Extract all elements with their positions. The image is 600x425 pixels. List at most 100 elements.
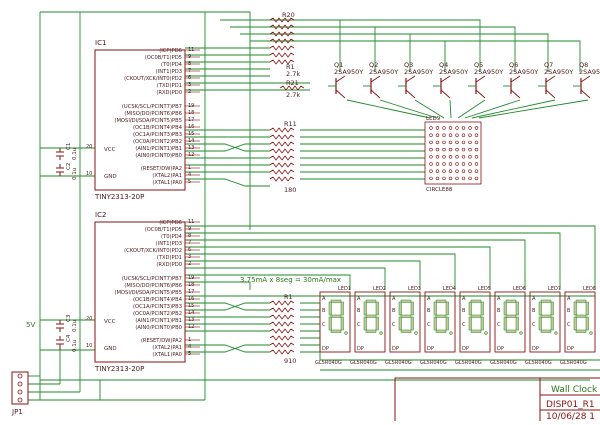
ic1-pin-label: (XTAL2)PA1 <box>152 173 182 179</box>
led-matrix-dot <box>455 176 459 181</box>
capacitor-name: C3 <box>66 314 72 322</box>
led-matrix-dot <box>455 140 459 145</box>
led-matrix-dot <box>448 147 453 152</box>
resistor-array-r1b <box>269 300 295 355</box>
display-segment <box>340 316 344 331</box>
display-pin-dp: DP <box>357 346 364 352</box>
capacitor-value: 0.1u <box>72 340 78 352</box>
r1b-label: R1 <box>284 293 293 301</box>
ic2-pin-label: (OC1B/PCINT4)PB4 <box>133 297 183 303</box>
led-matrix-dot <box>468 126 472 130</box>
display-decimal-point <box>519 331 523 335</box>
display-segment <box>575 299 587 303</box>
display-pin-b: B <box>497 308 501 314</box>
ic2-pin-label: (AIN0/PCINT0)PB0 <box>135 325 182 331</box>
ic2-vcc-label: VCC <box>104 319 116 325</box>
led-matrix-dot <box>435 169 440 173</box>
led-matrix-dot <box>455 155 459 159</box>
display-segment <box>575 314 587 318</box>
supply-5v-label: 5V <box>26 321 35 329</box>
ic1-pin-label: (MOSI/DI/SDA/PCINT5)PB5 <box>114 118 182 124</box>
display-name: LED7 <box>548 286 561 292</box>
display-decimal-point <box>449 331 453 335</box>
title-block: Wall Clock ( DISP01_R1 10/06/28 1 <box>394 377 600 425</box>
ic1-pin-label: (MISO/DO/PCINT6)PB6 <box>124 111 182 117</box>
led-matrix-dot <box>455 162 459 166</box>
r11-value: 180 <box>284 186 296 194</box>
display-pin-c: C <box>497 322 501 328</box>
display-segment <box>515 316 519 331</box>
display-pin-c: C <box>357 322 361 328</box>
transistor-part: 2SA950Y <box>579 68 600 76</box>
display-name: LED5 <box>478 286 491 292</box>
display-name: LED8 <box>583 286 596 292</box>
led-matrix-dot <box>429 133 433 137</box>
led-matrix-dot <box>474 155 479 159</box>
display-segment <box>503 301 507 316</box>
led-matrix-dot <box>474 162 479 166</box>
display-segment <box>470 329 482 333</box>
led-matrix-dot <box>461 133 466 137</box>
transistor-part: 2SA950Y <box>509 68 538 76</box>
led-matrix-dot <box>429 162 433 166</box>
led-matrix-dot <box>448 162 453 166</box>
led-matrix-dot <box>474 147 479 152</box>
display-part: GL5R040G <box>420 360 447 366</box>
jp1-connector: JP1 <box>11 371 29 416</box>
display-pin-c: C <box>567 322 571 328</box>
transistor-part: 2SA950Y <box>544 68 573 76</box>
transistor-name: Q3 <box>404 61 413 69</box>
display-pin-b: B <box>357 308 361 314</box>
ic2-pin-label: (T0)PD4 <box>161 234 183 240</box>
ic2-gnd-pin: 10 <box>86 343 92 349</box>
display-pin-b: B <box>532 308 536 314</box>
led-matrix-name: LED9 <box>426 116 441 122</box>
ic1-pin-label: (OC1A/PCINT3)PB3 <box>133 132 182 138</box>
display-segment <box>585 316 589 331</box>
led-matrix-dot <box>429 155 433 159</box>
led-matrix-dot <box>474 169 479 173</box>
current-note: 3.75mA x 8seg = 30mA/max <box>240 276 341 284</box>
led-matrix-dot <box>442 176 446 181</box>
display-pin-dp: DP <box>532 346 539 352</box>
ic1-pin-label: (XTAL1)PA0 <box>152 180 182 186</box>
display-pin-dp: DP <box>567 346 574 352</box>
capacitor-group <box>56 148 64 350</box>
capacitor-name: C1 <box>66 143 72 150</box>
led-matrix-dot <box>448 155 453 159</box>
display-segment <box>480 301 484 316</box>
display-segment <box>435 299 447 303</box>
led-matrix-dot <box>468 133 472 137</box>
display-segment <box>503 316 507 331</box>
led-matrix-dot <box>442 126 446 130</box>
led-matrix-dot <box>448 126 453 130</box>
display-pin-a: A <box>322 296 326 302</box>
display-part: GL5R040G <box>560 360 587 366</box>
led-matrix-dot <box>435 126 440 130</box>
ic1-pin-label: (RXD)PD0 <box>156 90 182 96</box>
r1-value: 2.7k <box>286 70 300 78</box>
display-segment <box>575 329 587 333</box>
resistor-array-r11 <box>269 127 295 182</box>
ic2-pin-label: (RESET/DW)PA2 <box>141 338 182 344</box>
led-matrix-dot <box>429 169 433 173</box>
display-segment <box>363 316 367 331</box>
led-matrix-dot <box>455 126 459 130</box>
ic1-gnd-label: GND <box>104 174 117 180</box>
display-segment <box>330 329 342 333</box>
display-pin-a: A <box>427 296 431 302</box>
display-segment <box>573 316 577 331</box>
led-matrix-dot <box>455 169 459 173</box>
ic1-pin-label: (OC0B/T1)PD5 <box>145 55 182 61</box>
ic2-pin-label: (RXD)PD0 <box>156 262 182 268</box>
display-pin-dp: DP <box>462 346 469 352</box>
led-matrix-dot <box>442 155 446 159</box>
